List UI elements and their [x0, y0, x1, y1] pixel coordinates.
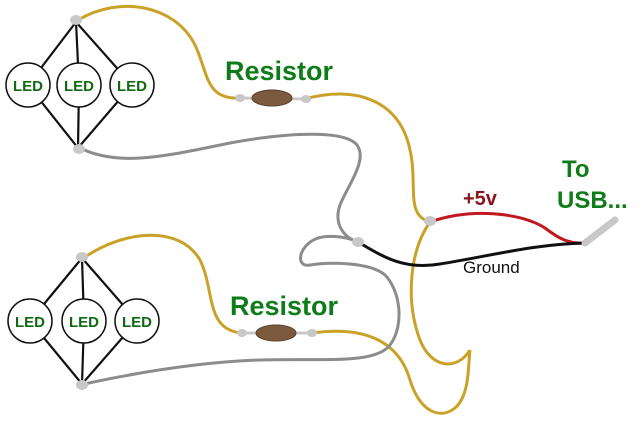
- gold-wire-top-resistor-to-junction: [304, 92, 431, 224]
- gray-wire-bottom-led-ground: [83, 234, 401, 386]
- solder-node: [424, 216, 436, 226]
- resistor-top-label: Resistor: [225, 56, 334, 86]
- led-label: LED: [69, 314, 99, 331]
- led-top-1: LED: [5, 62, 51, 108]
- gold-wire-bottom-resistor-loop: [311, 329, 472, 415]
- led-bottom-2: LED: [61, 298, 107, 344]
- led-label: LED: [122, 314, 152, 331]
- usb-label: USB...: [557, 187, 628, 214]
- gold-wire-junction-to-loop: [409, 221, 472, 366]
- solder-node: [352, 237, 364, 247]
- led-top-3: LED: [109, 62, 155, 108]
- led-bottom-1: LED: [7, 298, 53, 344]
- led-label: LED: [13, 78, 43, 95]
- gold-wire-bottom-led-to-resistor: [84, 233, 243, 335]
- resistor-bottom: [240, 324, 314, 342]
- gold-wire-top-led-to-resistor: [77, 4, 241, 100]
- black-wire-ground: [357, 240, 586, 268]
- usb-cable: [581, 216, 619, 247]
- plus-5v-label: +5v: [463, 188, 498, 210]
- solder-node: [73, 144, 85, 154]
- bottom-led-cluster: LED LED LED: [7, 257, 160, 385]
- solder-node: [70, 15, 82, 25]
- solder-nodes: [70, 15, 436, 390]
- led-bottom-3: LED: [114, 298, 160, 344]
- ground-label: Ground: [463, 258, 520, 277]
- solder-node: [76, 380, 88, 390]
- led-label: LED: [64, 78, 94, 95]
- solder-node: [307, 329, 317, 337]
- led-label: LED: [15, 314, 45, 331]
- gray-wire-top-led-ground: [79, 132, 362, 244]
- led-top-2: LED: [56, 62, 102, 108]
- to-label: To: [562, 156, 590, 183]
- solder-node: [301, 95, 311, 103]
- red-wire-plus-5v: [429, 211, 586, 245]
- resistor-bottom-label: Resistor: [230, 291, 339, 321]
- solder-node: [76, 252, 88, 262]
- solder-node: [237, 329, 247, 337]
- led-label: LED: [117, 78, 147, 95]
- resistor-top: [237, 89, 309, 107]
- top-led-cluster: LED LED LED: [5, 21, 155, 149]
- solder-node: [235, 94, 245, 102]
